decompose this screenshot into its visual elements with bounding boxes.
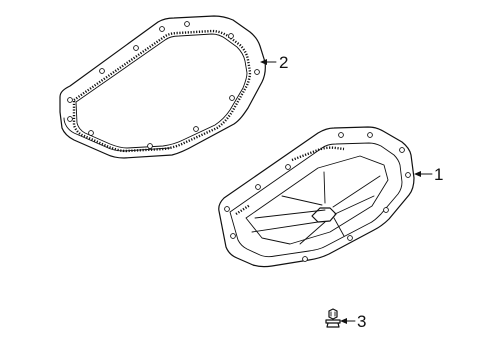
callout-leader-bolt: [340, 318, 356, 324]
callout-leader-gasket: [260, 59, 277, 65]
callout-number-gasket: 2: [279, 53, 288, 72]
callout-leader-pan: [414, 171, 433, 177]
oil-pan-part[interactable]: [218, 126, 415, 268]
callout-number-pan: 1: [434, 165, 443, 184]
gasket-part[interactable]: [59, 15, 266, 159]
bolt-part[interactable]: [325, 308, 341, 328]
callout-number-bolt: 3: [357, 312, 366, 331]
